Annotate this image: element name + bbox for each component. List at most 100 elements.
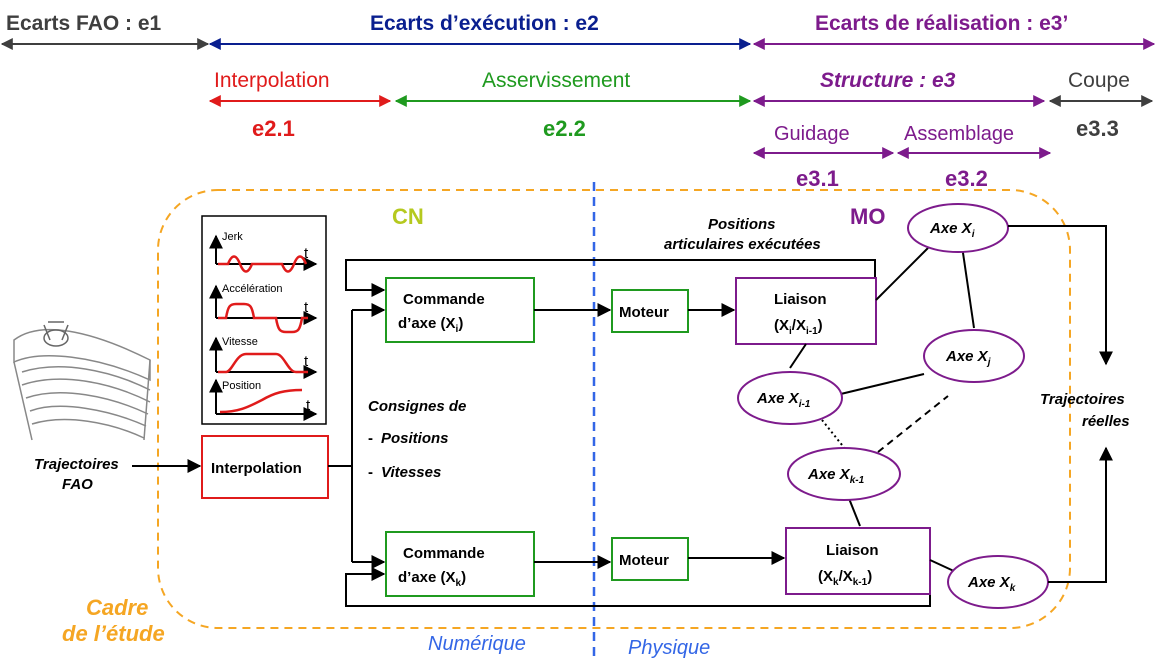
commande-k-sub: k xyxy=(456,578,462,589)
commande-k-line1: Commande xyxy=(403,545,485,562)
vitesses-item: Vitesses xyxy=(381,464,441,481)
liaison-block-k: Liaison (Xk/Xk-1) xyxy=(785,527,931,595)
axe-xi-1-sub: i-1 xyxy=(799,399,811,410)
numerique-label: Numérique xyxy=(428,633,526,655)
commande-i-line1: Commande xyxy=(403,291,485,308)
traj-fao-line1: Trajectoires xyxy=(34,456,119,473)
axe-xk-1: Axe Xk-1 xyxy=(787,447,901,501)
liaison-i-line2: (Xi/Xi-1) xyxy=(774,317,823,337)
e22-label: e2.2 xyxy=(543,116,586,141)
interpolation-header: Interpolation xyxy=(214,69,330,92)
moteur-k-label: Moteur xyxy=(619,552,669,569)
vitesse-t-label: t xyxy=(304,353,309,370)
acceleration-label: Accélération xyxy=(222,283,283,295)
axe-xi-text: Axe X xyxy=(929,220,973,237)
e21-label: e2.1 xyxy=(252,116,295,141)
header-interpolation: Interpolation e2.1 xyxy=(208,69,392,141)
liaison-k-sub: k xyxy=(833,577,839,588)
positions-line2: articulaires exécutées xyxy=(664,236,821,253)
axe-xj: Axe Xj xyxy=(923,329,1025,383)
axe-xi-sub: i xyxy=(972,229,975,240)
axe-xk-text: Axe X xyxy=(967,574,1011,591)
liaison-k-line2: (Xk/Xk-1) xyxy=(818,568,872,588)
liaison-k-line1: Liaison xyxy=(826,542,879,559)
consignes-label: Consignes de xyxy=(368,398,466,415)
position-graph: Position t xyxy=(209,378,318,421)
commande-block-i: Commande d’axe (Xi) xyxy=(385,277,535,343)
header-e3-prime: Ecarts de réalisation : e3’ xyxy=(752,12,1156,50)
cadre-label-2: de l’étude xyxy=(62,621,165,646)
liaison-i-line1: Liaison xyxy=(774,291,827,308)
liaison-k-sub2: k-1 xyxy=(853,577,868,588)
header-guidage: Guidage e3.1 xyxy=(752,123,895,191)
liaison-i-paren: ) xyxy=(818,317,823,334)
axe-xk-1-label: Axe Xk-1 xyxy=(807,466,865,486)
axe-xj-text: Axe X xyxy=(945,348,989,365)
header-e1: Ecarts FAO : e1 xyxy=(0,12,210,50)
axe-xk-label: Axe Xk xyxy=(967,574,1016,594)
axe-xi-label: Axe Xi xyxy=(929,220,975,240)
asservissement-header: Asservissement xyxy=(482,69,630,92)
study-frame xyxy=(157,189,1071,629)
e33-label: e3.3 xyxy=(1076,116,1119,141)
axe-xj-sub: j xyxy=(986,357,991,368)
cam-toolpath-sketch xyxy=(13,321,151,441)
vitesse-graph: Vitesse t xyxy=(209,336,318,379)
axe-xi: Axe Xi xyxy=(907,203,1009,253)
e1-label: Ecarts FAO : e1 xyxy=(6,12,162,35)
acceleration-t-label: t xyxy=(304,299,309,316)
header-structure: Structure : e3 xyxy=(752,69,1046,107)
axe-xk-sub: k xyxy=(1010,583,1016,594)
axe-xi-1-label: Axe Xi-1 xyxy=(756,390,811,410)
moteur-block-k: Moteur xyxy=(611,537,689,581)
commande-block-k: Commande d’axe (Xk) xyxy=(385,531,535,597)
e31-label: e3.1 xyxy=(796,166,839,191)
interpolation-block: Interpolation xyxy=(201,435,329,499)
position-t-label: t xyxy=(306,397,311,414)
motion-profile-panel: Jerk t Accélération t Vitesse t Position… xyxy=(201,215,327,425)
traj-fao-line2: FAO xyxy=(62,476,93,493)
physique-label: Physique xyxy=(628,637,710,659)
liaison-k-paren: ) xyxy=(867,568,872,585)
acceleration-graph: Accélération t xyxy=(209,283,318,334)
header-assemblage: Assemblage e3.2 xyxy=(896,123,1052,191)
liaison-i-sub: i xyxy=(789,326,792,337)
liaison-k-open: (X xyxy=(818,568,833,585)
coupe-header: Coupe xyxy=(1068,69,1130,92)
axe-xj-label: Axe Xj xyxy=(945,348,991,368)
assemblage-header: Assemblage xyxy=(904,123,1014,145)
dash-1: - xyxy=(368,430,373,447)
position-label: Position xyxy=(222,380,261,392)
header-e2: Ecarts d’exécution : e2 xyxy=(208,12,752,50)
positions-line1: Positions xyxy=(708,216,776,233)
jerk-graph: Jerk t xyxy=(209,231,318,273)
jerk-label: Jerk xyxy=(222,231,243,243)
vitesse-label: Vitesse xyxy=(222,336,258,348)
liaison-i-sub2: i-1 xyxy=(806,326,818,337)
interpolation-block-label: Interpolation xyxy=(211,460,302,477)
liaison-block-i: Liaison (Xi/Xi-1) xyxy=(735,277,877,345)
commande-i-line2: d’axe (Xi) xyxy=(398,315,463,335)
cadre-label-1: Cadre xyxy=(86,595,148,620)
cn-label: CN xyxy=(392,204,424,229)
e32-label: e3.2 xyxy=(945,166,988,191)
dash-2: - xyxy=(368,464,373,481)
e2-label: Ecarts d’exécution : e2 xyxy=(370,12,599,35)
header-asservissement: Asservissement e2.2 xyxy=(394,69,752,141)
moteur-block-i: Moteur xyxy=(611,289,689,333)
traj-reelles-line1: Trajectoires xyxy=(1040,391,1125,408)
mo-label: MO xyxy=(850,204,885,229)
commande-k-paren: ) xyxy=(461,569,466,586)
commande-i-sub: i xyxy=(456,324,459,335)
positions-item: Positions xyxy=(381,430,449,447)
commande-i-prefix: d’axe (X xyxy=(398,315,456,332)
e3-prime-label: Ecarts de réalisation : e3’ xyxy=(815,12,1068,35)
jerk-t-label: t xyxy=(304,245,309,262)
axe-xi-1-text: Axe X xyxy=(756,390,800,407)
moteur-i-label: Moteur xyxy=(619,304,669,321)
guidage-header: Guidage xyxy=(774,123,850,145)
liaison-i-open: (X xyxy=(774,317,789,334)
commande-k-line2: d’axe (Xk) xyxy=(398,569,466,589)
axe-xk: Axe Xk xyxy=(947,555,1049,609)
